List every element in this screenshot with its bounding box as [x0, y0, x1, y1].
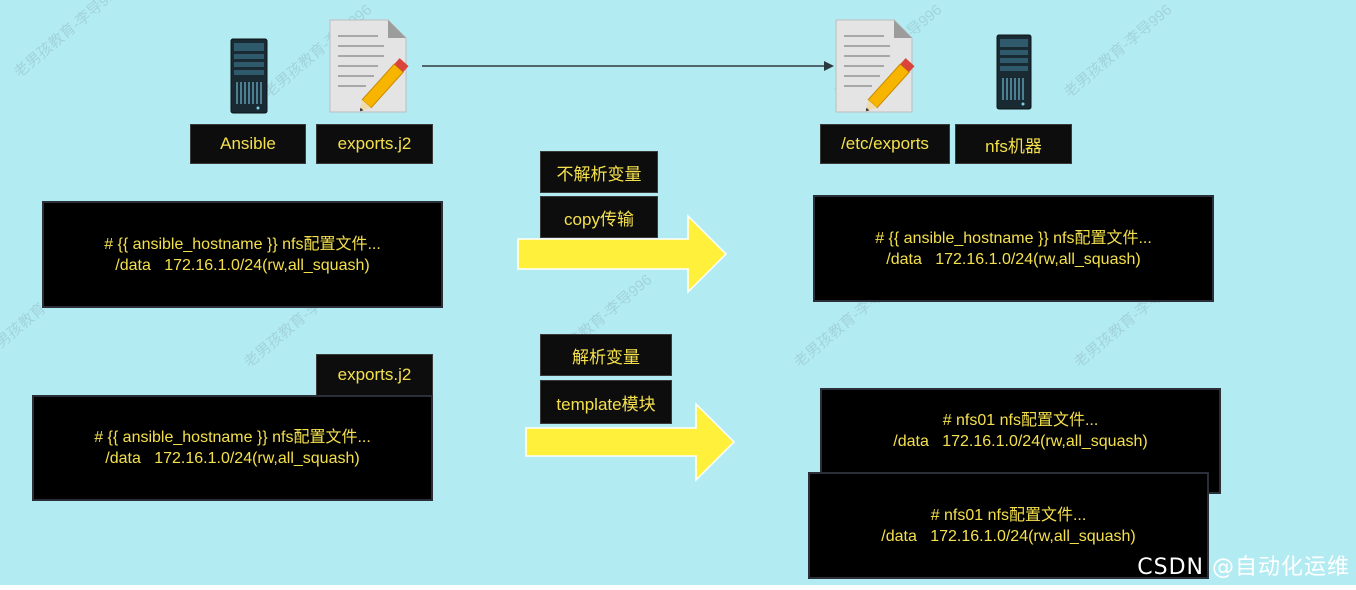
parse-variable-label: 解析变量 — [540, 334, 672, 376]
template-file-tab: exports.j2 — [316, 354, 433, 396]
watermark: 老男孩教育-李导996 — [10, 0, 126, 82]
code-line: /data 172.16.1.0/24(rw,all_squash) — [886, 250, 1141, 268]
template-file-label: exports.j2 — [316, 124, 433, 164]
no-parse-variable-label: 不解析变量 — [540, 151, 658, 193]
transfer-arrow-line — [422, 61, 834, 71]
code-line: # nfs01 nfs配置文件... — [930, 506, 1087, 524]
copy-arrow — [517, 214, 728, 294]
code-line: /data 172.16.1.0/24(rw,all_squash) — [881, 527, 1136, 545]
code-line: # nfs01 nfs配置文件... — [942, 412, 1099, 429]
server-icon — [230, 38, 268, 114]
footer-credit: CSDN @自动化运维 — [1137, 555, 1350, 580]
server-icon — [996, 34, 1032, 110]
copied-code-box: # {{ ansible_hostname }} nfs配置文件... /dat… — [813, 195, 1214, 302]
copy-transfer-label: copy传输 — [540, 196, 658, 238]
template-arrow — [525, 402, 736, 482]
document-edit-icon — [329, 19, 409, 113]
code-line: /data 172.16.1.0/24(rw,all_squash) — [893, 433, 1148, 450]
nfs-machine-label: nfs机器 — [955, 124, 1072, 164]
exports-file-label: /etc/exports — [820, 124, 950, 164]
watermark: 老男孩教育-李导996 — [1060, 1, 1176, 102]
code-line: # {{ ansible_hostname }} nfs配置文件... — [104, 235, 381, 253]
code-line: # {{ ansible_hostname }} nfs配置文件... — [875, 229, 1152, 247]
template-module-label: template模块 — [540, 380, 672, 424]
template-code-box: # {{ ansible_hostname }} nfs配置文件... /dat… — [32, 395, 433, 501]
code-line: # {{ ansible_hostname }} nfs配置文件... — [94, 429, 371, 446]
source-code-box: # {{ ansible_hostname }} nfs配置文件... /dat… — [42, 201, 443, 308]
ansible-label: Ansible — [190, 124, 306, 164]
code-line: /data 172.16.1.0/24(rw,all_squash) — [115, 256, 370, 274]
document-edit-icon — [835, 19, 915, 113]
code-line: /data 172.16.1.0/24(rw,all_squash) — [105, 450, 360, 467]
rendered-code-box: # nfs01 nfs配置文件... /data 172.16.1.0/24(r… — [808, 472, 1209, 579]
